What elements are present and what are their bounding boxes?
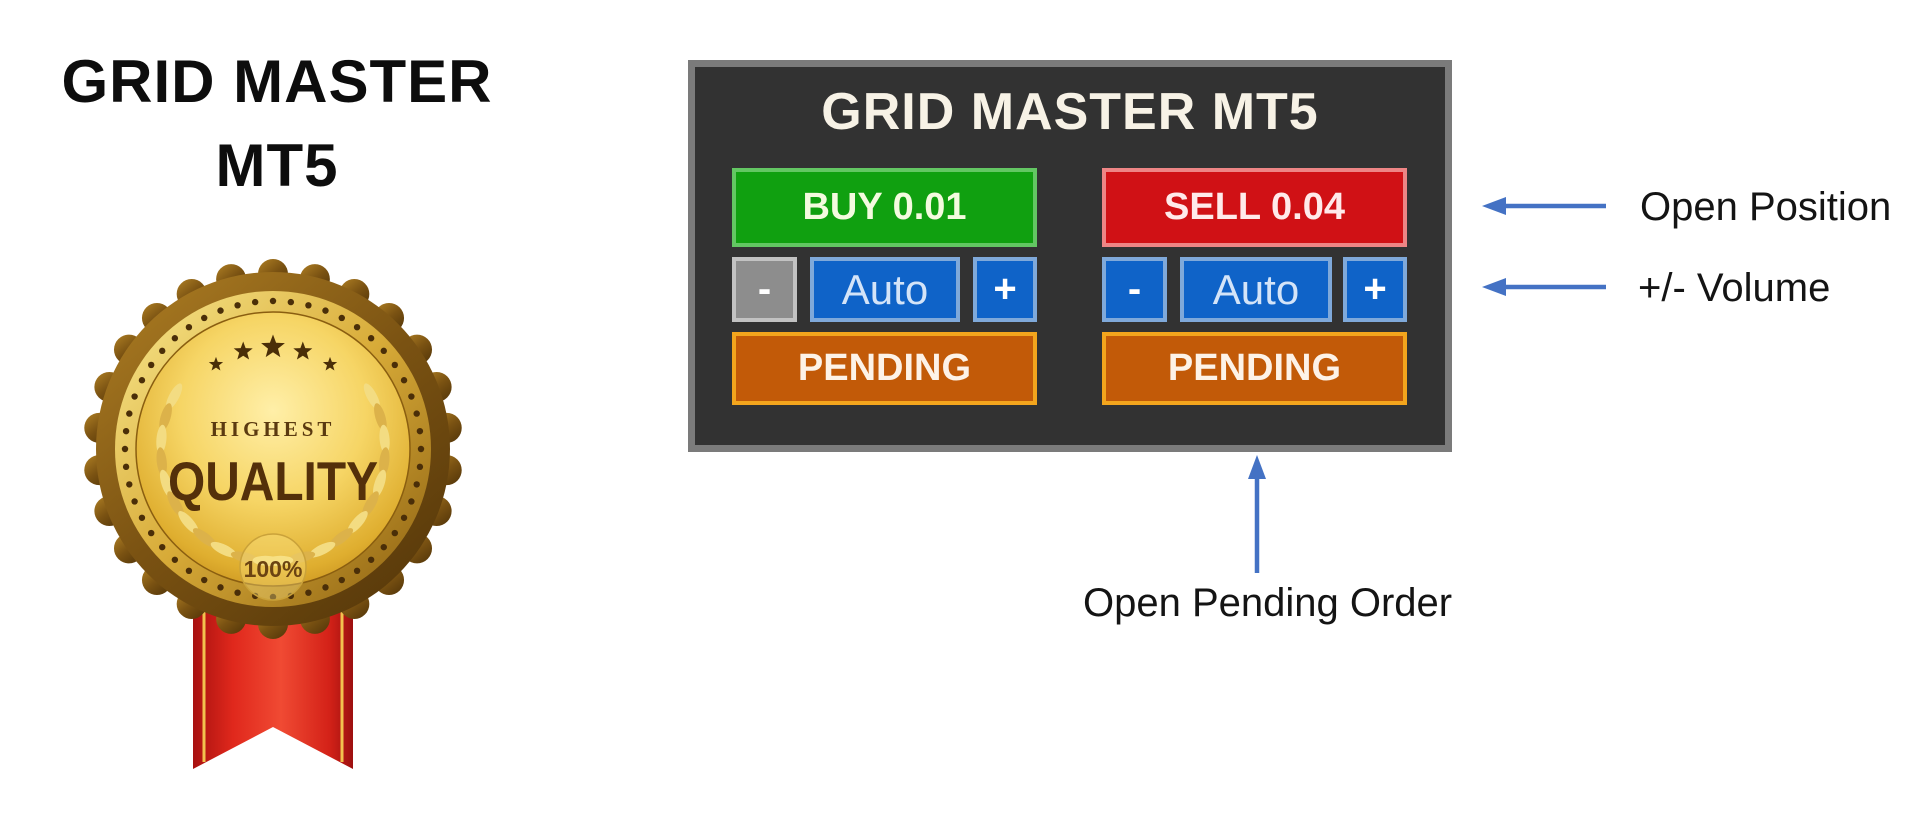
arrow-up-pending-order xyxy=(1248,455,1266,573)
sell-button[interactable]: SELL 0.04 xyxy=(1102,168,1407,247)
product-title: GRID MASTER MT5 xyxy=(37,40,517,208)
label-open-position: Open Position xyxy=(1640,185,1892,229)
buy-volume-auto-button[interactable]: Auto xyxy=(810,257,960,322)
sell-pending-button[interactable]: PENDING xyxy=(1102,332,1407,405)
buy-button[interactable]: BUY 0.01 xyxy=(732,168,1037,247)
buy-volume-minus-button[interactable]: - xyxy=(732,257,797,322)
panel-title: GRID MASTER MT5 xyxy=(821,83,1319,141)
buy-volume-plus-button[interactable]: + xyxy=(973,257,1037,322)
product-title-line2: MT5 xyxy=(215,132,339,199)
medal-dotted-ring xyxy=(121,297,425,601)
label-volume: +/- Volume xyxy=(1638,266,1831,310)
sell-volume-plus-button[interactable]: + xyxy=(1343,257,1407,322)
grid-master-panel: GRID MASTER MT5 BUY 0.01 - Auto + PENDIN… xyxy=(688,60,1452,452)
product-title-line1: GRID MASTER xyxy=(61,48,493,115)
medal-main-text: QUALITY xyxy=(168,450,378,512)
quality-medal-image: HIGHEST QUALITY 100% xyxy=(84,259,462,769)
sell-volume-auto-button[interactable]: Auto xyxy=(1180,257,1332,322)
arrow-left-volume xyxy=(1482,278,1606,296)
medal-laurel-wreath xyxy=(156,383,390,566)
arrow-left-open-position xyxy=(1482,197,1606,215)
medal-badge-value: 100% xyxy=(244,556,303,582)
quality-medal: HIGHEST QUALITY 100% xyxy=(81,253,465,777)
label-open-pending-order: Open Pending Order xyxy=(1083,581,1453,625)
sell-volume-minus-button[interactable]: - xyxy=(1102,257,1167,322)
buy-pending-button[interactable]: PENDING xyxy=(732,332,1037,405)
medal-stars xyxy=(208,334,338,371)
medal-top-text: HIGHEST xyxy=(211,417,336,441)
